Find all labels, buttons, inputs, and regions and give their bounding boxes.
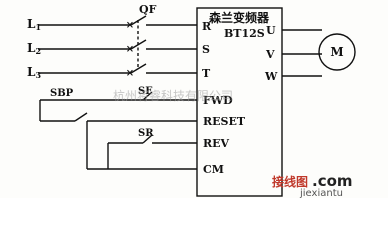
wiring-diagram: × × × L1 L2 L3 QF 森兰变频器 BT12S R S T U V … — [27, 3, 356, 198]
terminal-reset: RESET — [203, 115, 246, 128]
terminal-t: T — [202, 67, 211, 80]
terminal-u: U — [266, 24, 276, 37]
sbp-switch — [40, 112, 197, 122]
switch-label-sr: SR — [138, 128, 154, 139]
svg-text:×: × — [126, 20, 134, 31]
terminal-s: S — [202, 43, 210, 56]
terminal-rev: REV — [203, 137, 230, 150]
motor-circle — [318, 33, 356, 71]
supply-line-l3: L3 — [27, 65, 41, 80]
inverter-model: BT12S — [224, 27, 265, 40]
wires — [38, 7, 356, 197]
switch-label-sbp: SBP — [50, 88, 74, 99]
terminal-v: V — [265, 48, 275, 61]
svg-text:×: × — [126, 68, 134, 79]
switch-label-sf: SF — [138, 86, 152, 97]
breaker-contacts: × × × — [126, 20, 134, 79]
supply-line-l1: L1 — [27, 17, 41, 32]
inverter-box — [196, 7, 283, 197]
supply-l1-wire — [38, 15, 197, 26]
supply-l2-wire — [38, 39, 197, 50]
terminal-cm: CM — [203, 163, 224, 176]
sr-switch — [108, 134, 197, 144]
site-watermark-cn: 接线图 — [272, 174, 308, 189]
inverter-title: 森兰变频器 — [209, 10, 270, 25]
site-watermark-url: jiexiantu — [299, 188, 343, 198]
diagram-svg: × × × L1 L2 L3 QF 森兰变频器 BT12S R S T U V … — [27, 3, 356, 198]
company-watermark: 杭州将睿科技有限公司 — [113, 88, 233, 103]
supply-l3-wire — [38, 63, 197, 74]
motor-label: M — [330, 45, 343, 59]
breaker-label: QF — [139, 3, 157, 16]
supply-line-l2: L2 — [27, 41, 41, 56]
terminal-w: W — [264, 70, 278, 83]
svg-text:×: × — [126, 44, 134, 55]
sf-switch — [142, 91, 153, 101]
terminal-fwd: FWD — [203, 94, 233, 107]
terminal-r: R — [202, 20, 212, 33]
site-watermark-com: .com — [312, 172, 353, 190]
